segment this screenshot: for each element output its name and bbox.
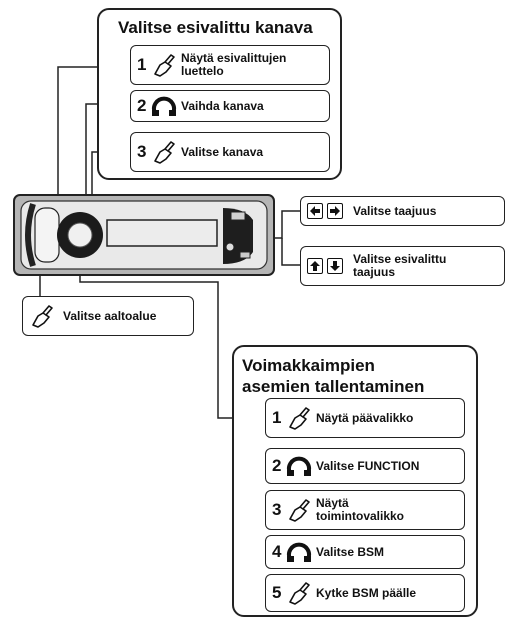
step-number: 3 xyxy=(137,142,147,161)
band-callout: Valitse aaltoalue xyxy=(22,296,194,336)
finger-press-icon xyxy=(32,305,53,328)
step-number: 1 xyxy=(137,55,147,74)
step-number: 2 xyxy=(137,96,147,115)
finger-press-icon xyxy=(154,54,175,77)
finger-press-icon xyxy=(289,499,310,522)
bsm-step-5: 5 Kytke BSM päälle xyxy=(265,574,465,612)
step-number: 3 xyxy=(272,500,282,519)
frequency-label: Valitse taajuus xyxy=(353,203,437,218)
preset-channel-title: Valitse esivalittu kanava xyxy=(118,18,313,37)
left-arrow-key-icon xyxy=(307,203,323,219)
step-number: 4 xyxy=(272,542,282,561)
step-label: Valitse BSM xyxy=(316,544,385,559)
bsm-step-1: 1 Näytä päävalikko xyxy=(265,398,465,438)
down-arrow-key-icon xyxy=(327,258,343,274)
finger-press-icon xyxy=(289,582,310,605)
top-step-3: 3 Valitse kanava xyxy=(130,132,330,172)
step-label: Kytke BSM päälle xyxy=(316,585,417,600)
up-arrow-key-icon xyxy=(307,258,323,274)
rotary-knob-icon xyxy=(287,456,311,476)
bsm-step-2: 2 Valitse FUNCTION xyxy=(265,448,465,484)
frequency-callout: Valitse taajuus xyxy=(300,196,505,226)
bsm-step-4: 4 Valitse BSM xyxy=(265,535,465,569)
step-label: Näytä päävalikko xyxy=(316,410,414,425)
rotary-knob-icon xyxy=(152,96,176,116)
bsm-title-line2: asemien tallentaminen xyxy=(242,377,425,396)
top-step-1: 1 Näytä esivalittujen luettelo xyxy=(130,45,330,85)
finger-press-icon xyxy=(154,141,175,164)
finger-press-icon xyxy=(289,407,310,430)
step-label: Näytä esivalittujen luettelo xyxy=(181,51,287,78)
right-arrow-key-icon xyxy=(327,203,343,219)
bsm-title-line1: Voimakkaimpien xyxy=(242,356,375,375)
step-number: 1 xyxy=(272,408,282,427)
step-label: Vaihda kanava xyxy=(181,98,264,113)
preset-frequency-callout: Valitse esivalittu taajuus xyxy=(300,246,505,286)
preset-frequency-label: Valitse esivalittu taajuus xyxy=(353,252,447,279)
top-step-2: 2 Vaihda kanava xyxy=(130,90,330,122)
step-label: Valitse FUNCTION xyxy=(316,458,420,473)
step-number: 2 xyxy=(272,456,282,475)
rotary-knob-icon xyxy=(287,542,311,562)
step-label: Näytä toimintovalikko xyxy=(316,496,405,523)
band-label: Valitse aaltoalue xyxy=(63,308,157,323)
step-number: 5 xyxy=(272,583,282,602)
step-label: Valitse kanava xyxy=(181,144,264,159)
bsm-step-3: 3 Näytä toimintovalikko xyxy=(265,490,465,530)
head-unit-faceplate xyxy=(13,194,275,276)
